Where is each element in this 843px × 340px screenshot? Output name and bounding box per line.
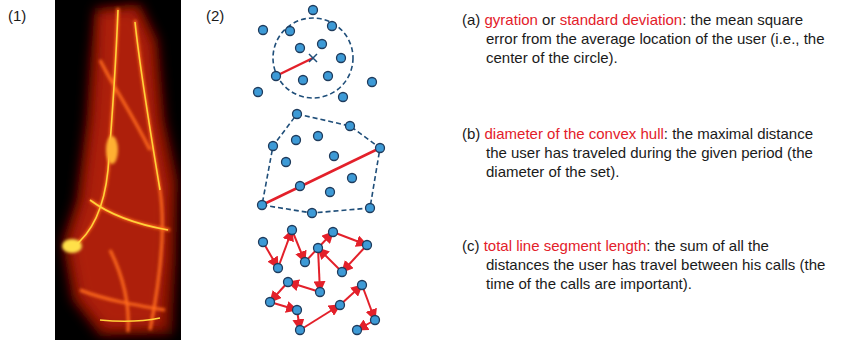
panel-number: (1) [8, 6, 26, 25]
term: diameter of the convex hull [485, 125, 664, 142]
description-text: or [542, 11, 555, 28]
gyration-figure [254, 6, 377, 102]
term: standard deviation [560, 11, 683, 28]
term: total line segment length [484, 237, 647, 254]
panel-number: (2) [206, 6, 224, 25]
description-text: (c) [462, 237, 480, 254]
description: (c)total line segment length: the sum of… [462, 236, 834, 293]
convex-hull-figure [258, 110, 385, 218]
description-text: (a) [462, 11, 480, 28]
description-text: (b) [462, 125, 480, 142]
term: gyration [485, 11, 538, 28]
description: (a)gyrationorstandard deviation: the mea… [462, 10, 834, 67]
heat-map [55, 0, 181, 340]
description: (b)diameter of the convex hull: the maxi… [462, 124, 834, 181]
segment-length-figure [259, 226, 380, 335]
